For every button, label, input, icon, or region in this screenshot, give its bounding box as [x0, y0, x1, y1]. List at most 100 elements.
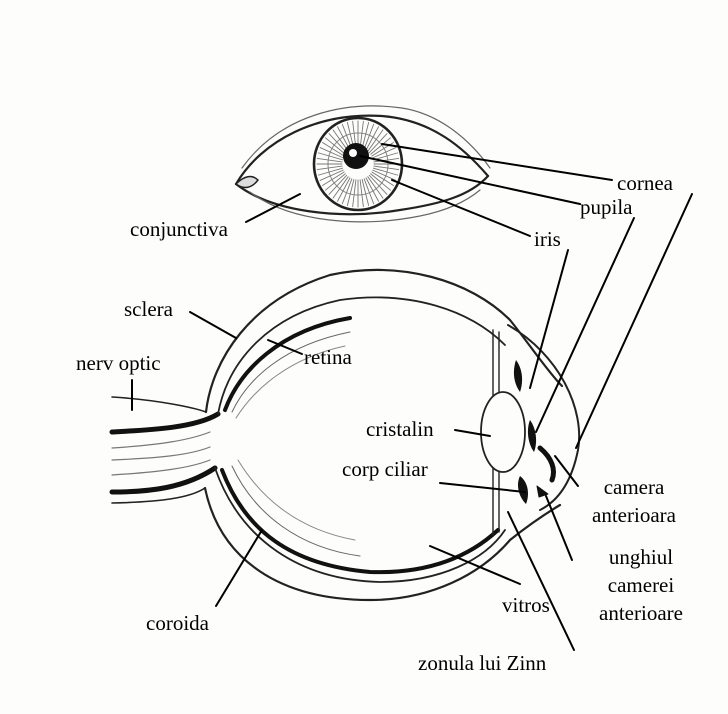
iris-fibers	[316, 120, 400, 208]
sclera-outer	[204, 268, 564, 414]
iris-fiber	[322, 171, 345, 186]
eye-cross-section	[109, 268, 581, 602]
iris-fiber	[370, 137, 391, 155]
label-nerv-optic: nerv optic	[76, 351, 161, 375]
iris-fiber	[373, 152, 399, 161]
leader-cornea-section	[575, 193, 693, 449]
upper-eyelid	[234, 114, 490, 186]
iris-fiber	[332, 176, 349, 199]
leader-zonula	[507, 511, 575, 651]
optic-nerve-bottom	[111, 487, 206, 504]
tear-caruncle	[235, 175, 259, 189]
label-unghiul-line-1: unghiul	[608, 545, 674, 569]
iris-section-mid	[527, 420, 537, 452]
choroid-band-bottom	[220, 468, 500, 575]
label-unghiul-line-2: camerei	[607, 573, 675, 597]
leader-retina	[267, 339, 303, 355]
sclera-outer-bottom	[203, 486, 562, 602]
iris-fiber	[346, 179, 355, 206]
iris-fiber	[359, 120, 364, 149]
label-corp-ciliar: corp ciliar	[342, 457, 428, 481]
iris-fiber	[328, 133, 348, 154]
iris-fiber	[372, 169, 397, 181]
iris-fiber	[359, 179, 364, 208]
iris-fiber	[373, 165, 400, 171]
label-vitros: vitros	[502, 593, 550, 617]
iris-fiber	[371, 171, 394, 186]
label-retina: retina	[304, 345, 352, 369]
lower-eyelid	[234, 174, 490, 216]
label-iris: iris	[534, 227, 561, 251]
iris-fiber	[365, 177, 379, 202]
iris-fiber	[365, 126, 379, 151]
iris-fiber	[363, 178, 375, 205]
label-cornea: cornea	[617, 171, 673, 195]
choroid-band-top	[223, 316, 352, 412]
leader-coroida	[215, 529, 263, 607]
label-unghiul-camerei-anterioare: unghiul camerei anterioare	[586, 546, 696, 624]
optic-nerve-dark-top	[109, 411, 221, 435]
iris-fiber	[368, 174, 388, 195]
iris-section-top	[513, 360, 523, 392]
iris-fiber	[322, 142, 345, 157]
sclera-inner	[217, 296, 506, 415]
optic-nerve-dark-bottom	[109, 465, 218, 495]
leader-iris	[391, 179, 531, 237]
leader-iris-section	[529, 249, 569, 389]
leader-lines	[131, 143, 693, 651]
iris-fiber	[319, 147, 344, 159]
label-sclera: sclera	[124, 297, 173, 321]
leader-corp-ciliar	[439, 482, 526, 493]
iris-fiber	[370, 173, 391, 191]
angle-arrow	[536, 485, 549, 498]
label-conjunctiva: conjunctiva	[130, 217, 228, 241]
leader-unghiul	[545, 495, 573, 561]
iris-fiber	[368, 133, 388, 154]
optic-nerve-top	[111, 396, 207, 413]
iris-fiber	[325, 137, 346, 155]
iris-fiber	[372, 147, 397, 159]
iris-fiber	[373, 157, 400, 163]
leader-pupila	[359, 155, 581, 205]
leader-sclera	[189, 311, 237, 339]
leader-vitros	[429, 545, 521, 585]
iris-fiber	[316, 165, 343, 171]
iris-fiber	[325, 173, 346, 191]
iris-circle	[312, 116, 404, 212]
label-cristalin: cristalin	[366, 417, 434, 441]
iris-fiber	[328, 174, 348, 195]
front-eye-view	[234, 105, 491, 223]
lens-shape	[480, 391, 526, 473]
label-unghiul-line-3: anterioare	[599, 601, 683, 625]
iris-fiber	[367, 129, 384, 152]
leader-camera	[554, 455, 579, 487]
iris-fiber	[361, 179, 370, 206]
iris-fiber	[361, 122, 370, 149]
label-camera-anterioara: camera anterioara	[582, 476, 686, 526]
iris-fiber	[332, 129, 349, 152]
label-camera-line-1: camera	[603, 475, 665, 499]
leader-pupila-section	[535, 217, 635, 433]
label-camera-line-2: anterioara	[592, 503, 676, 527]
leader-conjunctiva	[245, 193, 301, 223]
iris-fiber	[352, 179, 357, 208]
iris-fiber	[317, 167, 343, 176]
iris-fiber	[341, 178, 353, 205]
iris-fiber	[373, 167, 399, 176]
iris-section-bottom	[518, 476, 528, 504]
lower-eyelid-rim	[249, 189, 481, 223]
iris-fiber	[367, 176, 384, 199]
sclera-inner-bottom	[214, 467, 506, 583]
label-zonula-lui-zinn: zonula lui Zinn	[418, 651, 547, 675]
leader-cristalin	[454, 429, 491, 437]
pupil-highlight	[349, 149, 357, 157]
label-coroida: coroida	[146, 611, 209, 635]
leader-cornea	[381, 143, 613, 181]
label-pupila: pupila	[580, 195, 633, 219]
pupil-shape	[343, 143, 369, 169]
iris-fiber	[337, 177, 351, 202]
iris-fiber	[363, 123, 375, 150]
upper-eyelid-crease	[241, 105, 491, 169]
